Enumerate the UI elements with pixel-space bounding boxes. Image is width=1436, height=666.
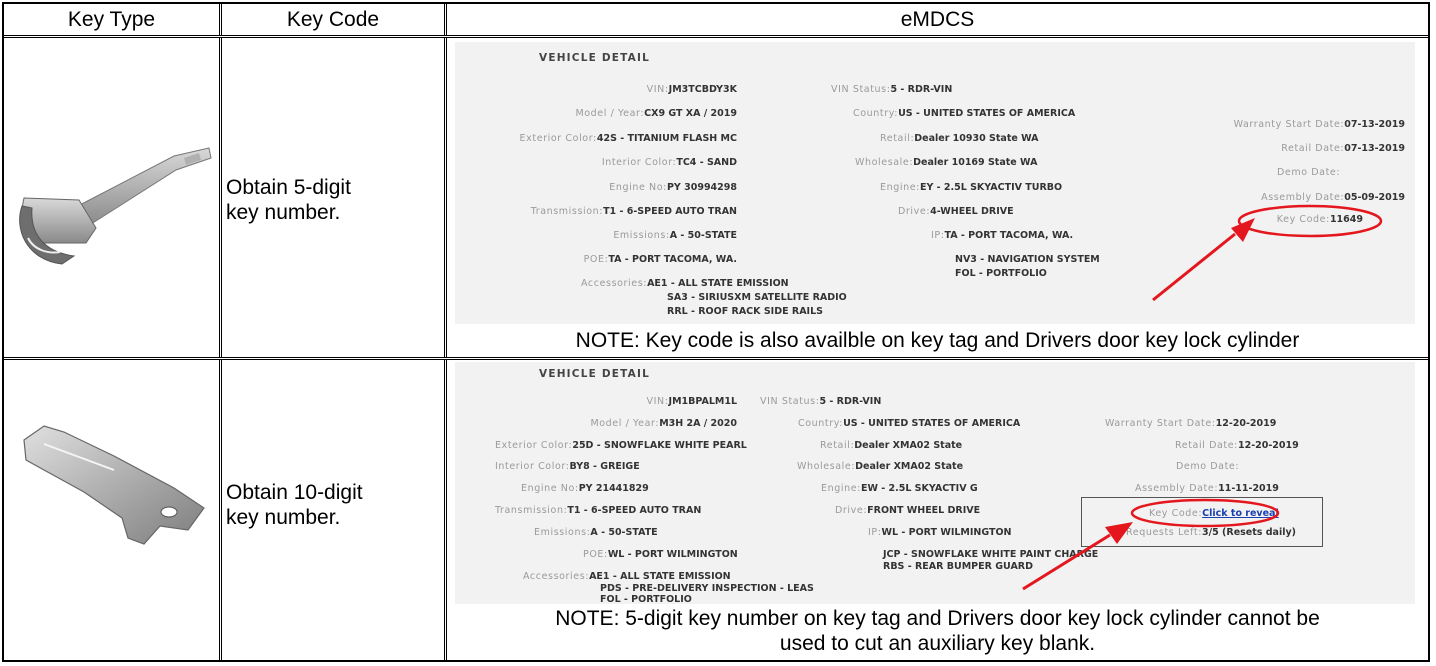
detail-drive: Drive:FRONT WHEEL DRIVE <box>835 505 981 516</box>
detail-requests-left: Requests Left:3/5 (Resets daily) <box>1126 527 1297 538</box>
pointer-arrow-line <box>1152 232 1236 302</box>
key-code-cell: Obtain 5-digit key number. <box>222 38 447 357</box>
emdcs-cell: VEHICLE DETAIL VIN:JM1BPALM1L Model / Ye… <box>447 360 1428 660</box>
key-code-reveal-box <box>1081 497 1323 547</box>
detail-drive: Drive:4-WHEEL DRIVE <box>898 206 1014 217</box>
detail-exterior-color: Exterior Color:42S - TITANIUM FLASH MC <box>519 133 737 144</box>
pointer-arrow-head <box>1231 218 1255 242</box>
detail-vin-status: VIN Status:5 - RDR-VIN <box>831 84 953 95</box>
pointer-arrow-line <box>1022 533 1111 591</box>
table-row: Obtain 5-digit key number. VEHICLE DETAI… <box>4 38 1428 360</box>
detail-assembly-date: Assembly Date:05-09-2019 <box>1261 192 1405 203</box>
detail-key-code: Key Code:11649 <box>1276 214 1363 225</box>
vehicle-detail-title: VEHICLE DETAIL <box>539 52 650 64</box>
detail-poe: POE:WL - PORT WILMINGTON <box>583 549 738 560</box>
key-code-instruction-line1: Obtain 10-digit <box>226 481 363 504</box>
detail-transmission: Transmission:T1 - 6-SPEED AUTO TRAN <box>495 505 702 516</box>
detail-model-year: Model / Year:CX9 GT XA / 2019 <box>575 108 737 119</box>
detail-engine: Engine:EY - 2.5L SKYACTIV TURBO <box>880 182 1063 193</box>
vehicle-detail-screenshot: VEHICLE DETAIL VIN:JM1BPALM1L Model / Ye… <box>455 362 1415 604</box>
detail-emissions: Emissions:A - 50-STATE <box>613 230 737 241</box>
note-text: used to cut an auxiliary key blank. <box>779 632 1096 655</box>
detail-transmission: Transmission:T1 - 6-SPEED AUTO TRAN <box>530 206 737 217</box>
key-type-cell <box>4 360 222 660</box>
vehicle-detail-title: VEHICLE DETAIL <box>539 368 650 380</box>
detail-vin-status: VIN Status:5 - RDR-VIN <box>760 396 882 407</box>
detail-engine: Engine:EW - 2.5L SKYACTIV G <box>821 483 978 494</box>
detail-accessory-item: SA3 - SIRIUSXM SATELLITE RADIO <box>667 292 847 303</box>
detail-retail: Retail:Dealer XMA02 State <box>820 440 963 451</box>
detail-vin: VIN:JM1BPALM1L <box>646 396 737 407</box>
header-key-code: Key Code <box>222 4 447 35</box>
detail-option-item: RBS - REAR BUMPER GUARD <box>883 561 1033 572</box>
key-code-cell: Obtain 10-digit key number. <box>222 360 447 660</box>
detail-demo-date: Demo Date: <box>1176 461 1240 472</box>
emdcs-cell: VEHICLE DETAIL VIN:JM3TCBDY3K Model / Ye… <box>447 38 1428 357</box>
detail-accessory-item: FOL - PORTFOLIO <box>600 594 692 604</box>
detail-poe: POE:TA - PORT TACOMA, WA. <box>583 254 737 265</box>
key-type-cell <box>4 38 222 357</box>
detail-wholesale: Wholesale:Dealer XMA02 State <box>797 461 964 472</box>
detail-assembly-date: Assembly Date:11-11-2019 <box>1135 483 1279 494</box>
key-code-instruction-line1: Obtain 5-digit <box>226 176 351 199</box>
vehicle-detail-screenshot: VEHICLE DETAIL VIN:JM3TCBDY3K Model / Ye… <box>455 42 1415 324</box>
annotation-overlay <box>1152 204 1383 302</box>
detail-option-item: FOL - PORTFOLIO <box>955 268 1047 279</box>
note-text: NOTE: Key code is also availble on key t… <box>575 329 1300 352</box>
detail-ip: IP:TA - PORT TACOMA, WA. <box>931 230 1074 241</box>
detail-vin: VIN:JM3TCBDY3K <box>646 84 737 95</box>
key-code-highlight-ellipse <box>1237 204 1383 238</box>
detail-retail: Retail:Dealer 10930 State WA <box>880 133 1039 144</box>
table-row: Obtain 10-digit key number. VEHICLE DETA… <box>4 360 1428 660</box>
detail-emissions: Emissions:A - 50-STATE <box>534 527 658 538</box>
detail-interior-color: Interior Color:BY8 - GREIGE <box>495 461 640 472</box>
key-code-highlight-ellipse <box>1130 498 1280 528</box>
detail-accessory-item: RRL - ROOF RACK SIDE RAILS <box>667 306 823 317</box>
detail-option-item: NV3 - NAVIGATION SYSTEM <box>955 254 1100 265</box>
click-to-reveal-link[interactable]: Click to reveal <box>1202 508 1279 519</box>
detail-exterior-color: Exterior Color:25D - SNOWFLAKE WHITE PEA… <box>495 440 747 451</box>
detail-option-item: JCP - SNOWFLAKE WHITE PAINT CHARGE <box>883 549 1099 560</box>
key-code-instruction-line2: key number. <box>226 201 341 224</box>
header-key-type: Key Type <box>4 4 222 35</box>
detail-model-year: Model / Year:M3H 2A / 2020 <box>590 418 737 429</box>
detail-demo-date: Demo Date: <box>1277 167 1341 178</box>
table-header-row: Key Type Key Code eMDCS <box>4 4 1428 38</box>
smart-key-blade-icon <box>19 147 212 265</box>
header-emdcs: eMDCS <box>900 8 975 31</box>
detail-engine-no: Engine No:PY 30994298 <box>609 182 737 193</box>
detail-interior-color: Interior Color:TC4 - SAND <box>601 157 737 168</box>
detail-accessories: Accessories:AE1 - ALL STATE EMISSION <box>581 278 789 289</box>
detail-accessories: Accessories:AE1 - ALL STATE EMISSION <box>523 571 731 582</box>
key-code-instruction-line2: key number. <box>226 506 341 529</box>
detail-ip: IP:WL - PORT WILMINGTON <box>868 527 1012 538</box>
detail-wholesale: Wholesale:Dealer 10169 State WA <box>855 157 1038 168</box>
detail-engine-no: Engine No:PY 21441829 <box>521 483 649 494</box>
detail-key-code: Key Code:Click to reveal <box>1149 508 1279 519</box>
note-text: NOTE: 5-digit key number on key tag and … <box>555 607 1320 630</box>
detail-warranty-start-date: Warranty Start Date:07-13-2019 <box>1233 119 1405 130</box>
pointer-arrow-head <box>1105 522 1133 544</box>
annotation-overlay <box>1022 498 1280 591</box>
detail-country: Country:US - UNITED STATES OF AMERICA <box>853 108 1076 119</box>
detail-country: Country:US - UNITED STATES OF AMERICA <box>798 418 1021 429</box>
detail-retail-date: Retail Date:12-20-2019 <box>1175 440 1299 451</box>
detail-accessory-item: PDS - PRE-DELIVERY INSPECTION - LEAS <box>600 583 814 594</box>
detail-warranty-start-date: Warranty Start Date:12-20-2019 <box>1105 418 1277 429</box>
detail-retail-date: Retail Date:07-13-2019 <box>1281 143 1405 154</box>
emergency-key-blade-icon <box>23 425 205 545</box>
